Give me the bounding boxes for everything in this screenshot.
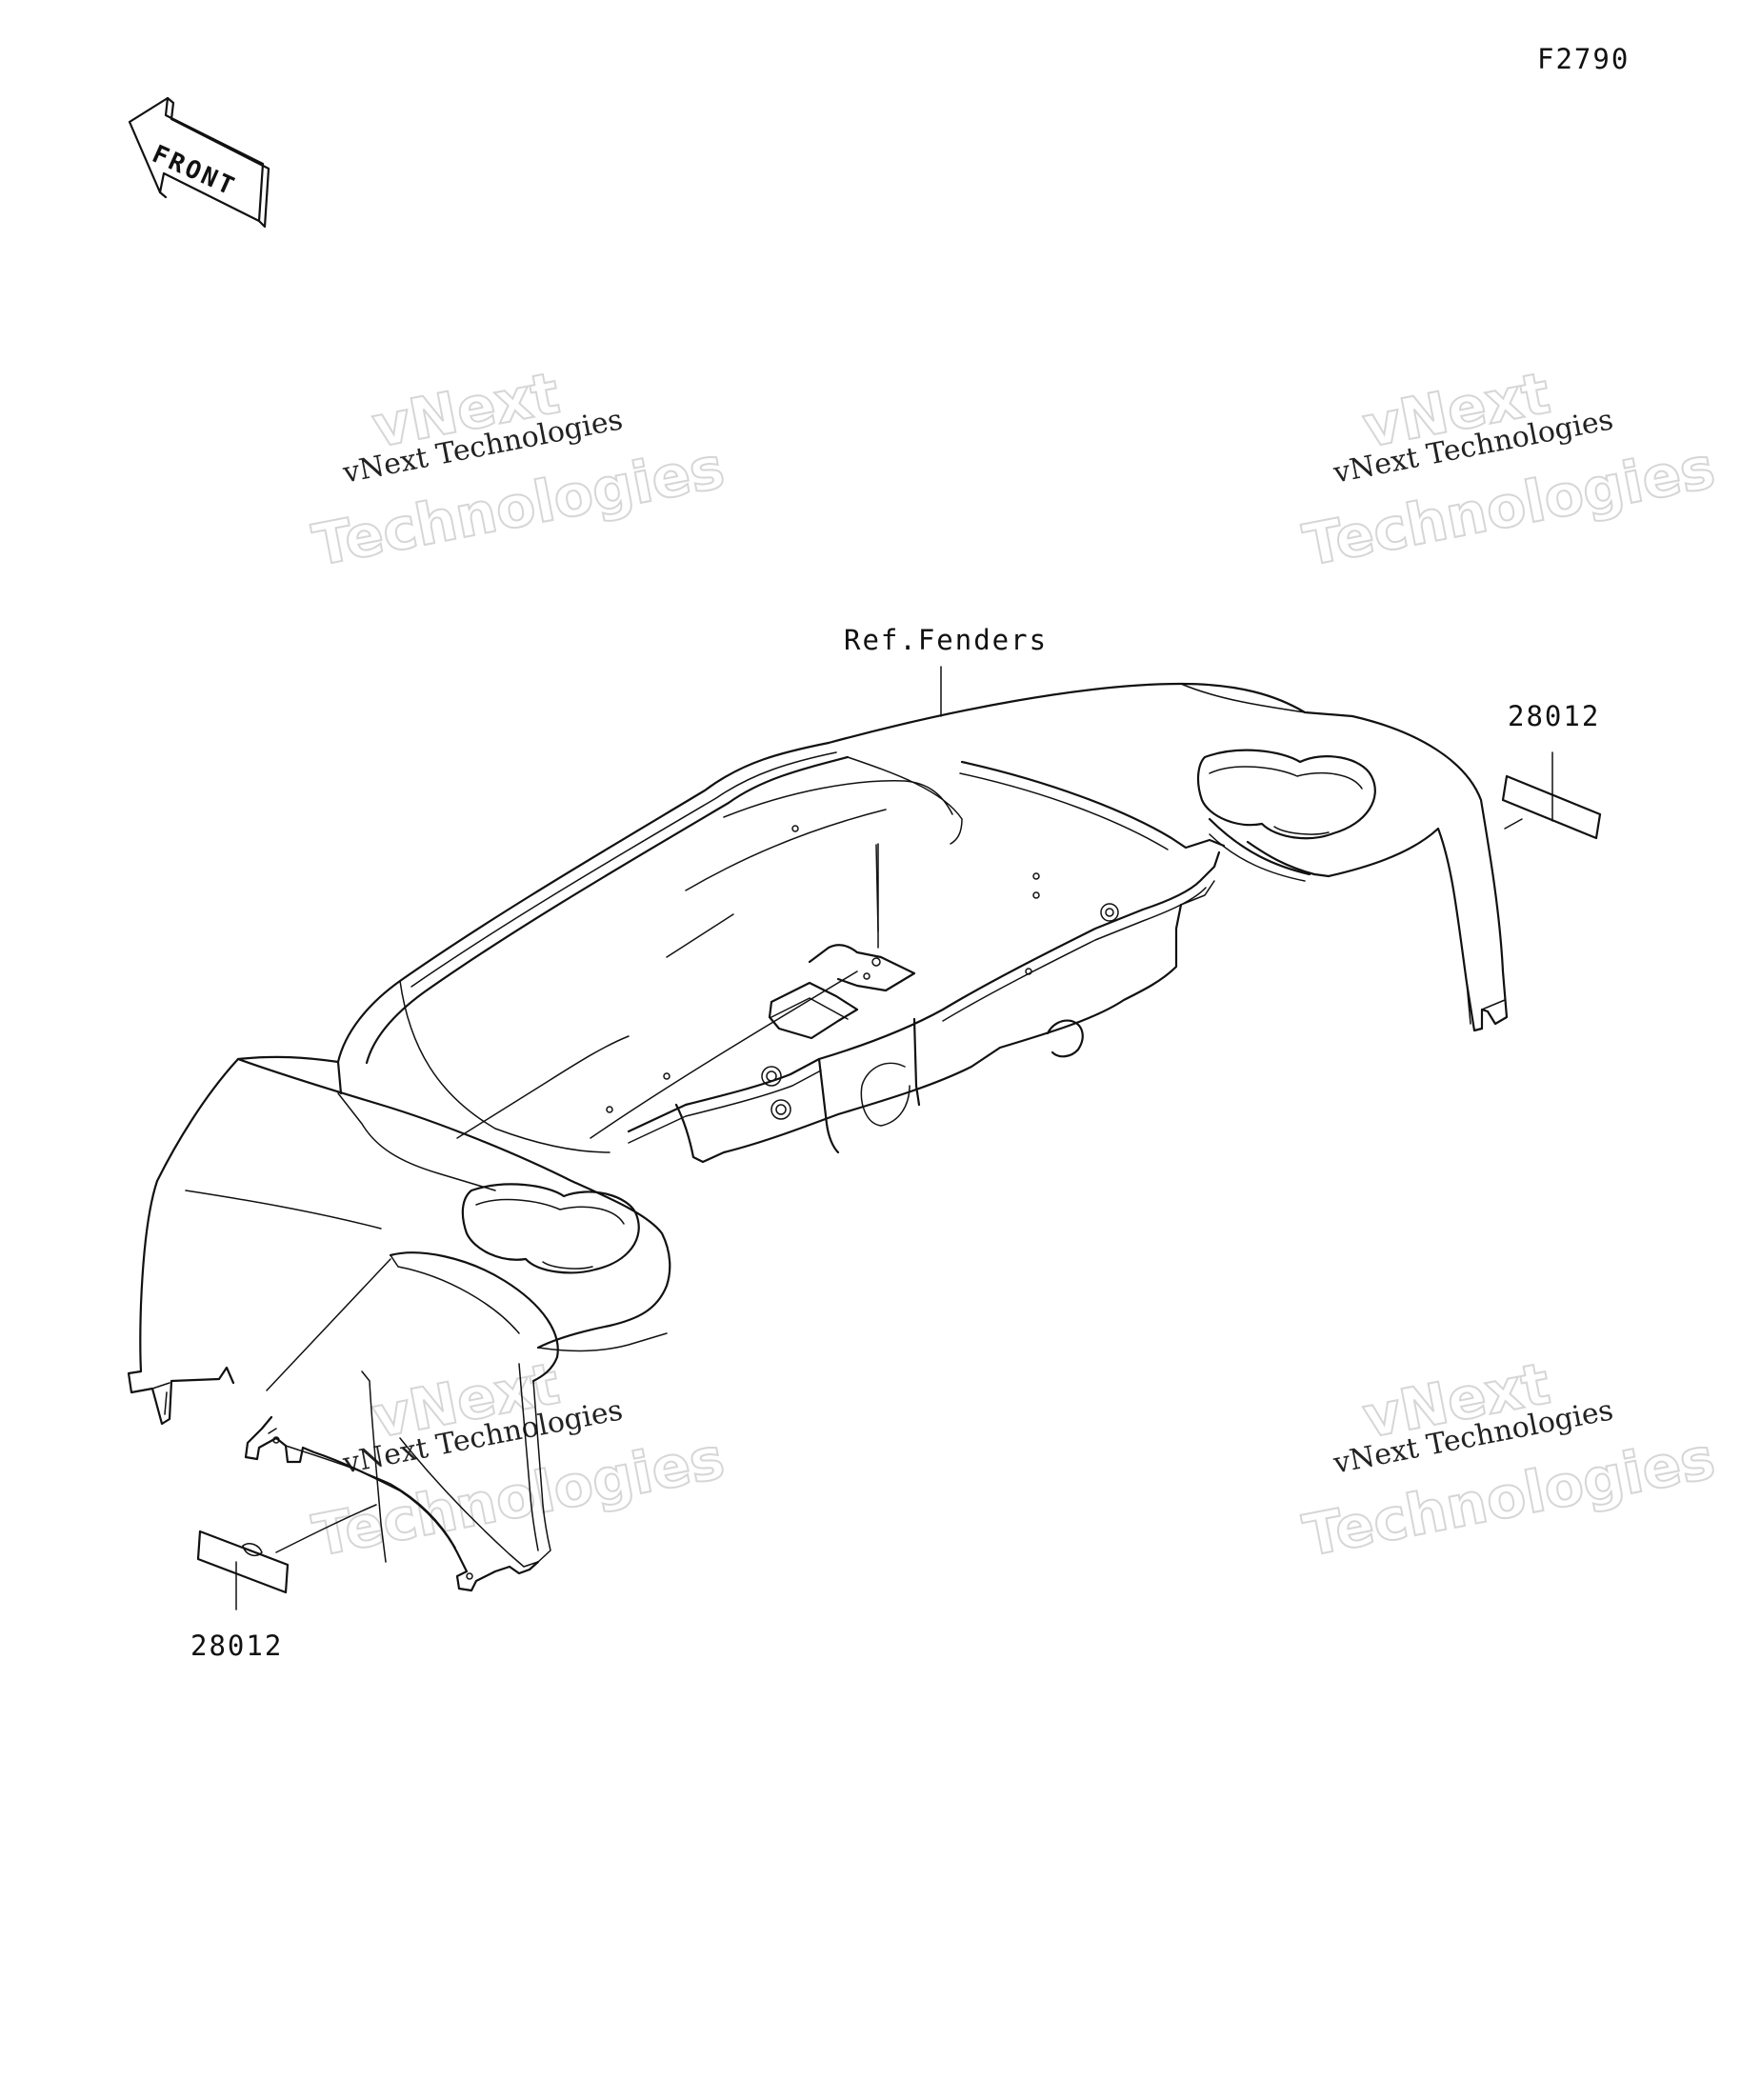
label-part-left: 28012 xyxy=(190,1504,377,1662)
label-part-right: 28012 xyxy=(1501,700,1602,840)
leader-line-left xyxy=(266,1258,391,1391)
watermark-top-right: vNext vNext Technologies Technologies xyxy=(1297,359,1721,581)
part-number-left: 28012 xyxy=(190,1630,283,1662)
rear-fender-assembly xyxy=(127,682,1509,1592)
ref-fenders-callout: Ref.Fenders xyxy=(844,624,1048,949)
watermark-bottom-left: vNext vNext Technologies Technologies xyxy=(307,1350,730,1571)
front-direction-arrow-icon: FRONT xyxy=(128,96,270,229)
ref-fenders-label: Ref.Fenders xyxy=(844,624,1048,656)
diagram-code: F2790 xyxy=(1537,43,1630,75)
watermark-top-left: vNext vNext Technologies Technologies xyxy=(307,359,730,581)
watermark-bottom-right: vNext vNext Technologies Technologies xyxy=(1297,1350,1721,1571)
part-number-right: 28012 xyxy=(1508,700,1600,732)
